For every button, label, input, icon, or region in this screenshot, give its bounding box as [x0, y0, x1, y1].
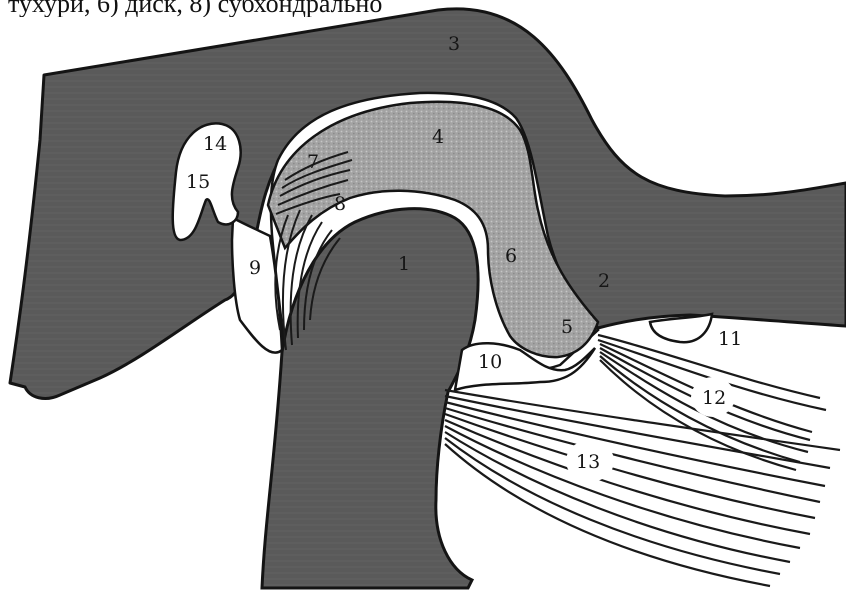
label-9: 9: [249, 257, 261, 279]
label-11: 11: [718, 328, 742, 350]
label-15: 15: [186, 171, 210, 193]
label-8: 8: [334, 193, 346, 215]
label-5: 5: [561, 316, 573, 338]
label-2: 2: [598, 270, 610, 292]
label-3: 3: [448, 33, 460, 55]
label-1: 1: [398, 253, 410, 275]
label-10: 10: [478, 351, 502, 373]
label-4: 4: [432, 126, 444, 148]
label-6: 6: [505, 245, 517, 267]
label-13: 13: [576, 451, 600, 473]
label-14: 14: [203, 133, 227, 155]
label-12: 12: [702, 387, 726, 409]
label-7: 7: [307, 151, 319, 173]
